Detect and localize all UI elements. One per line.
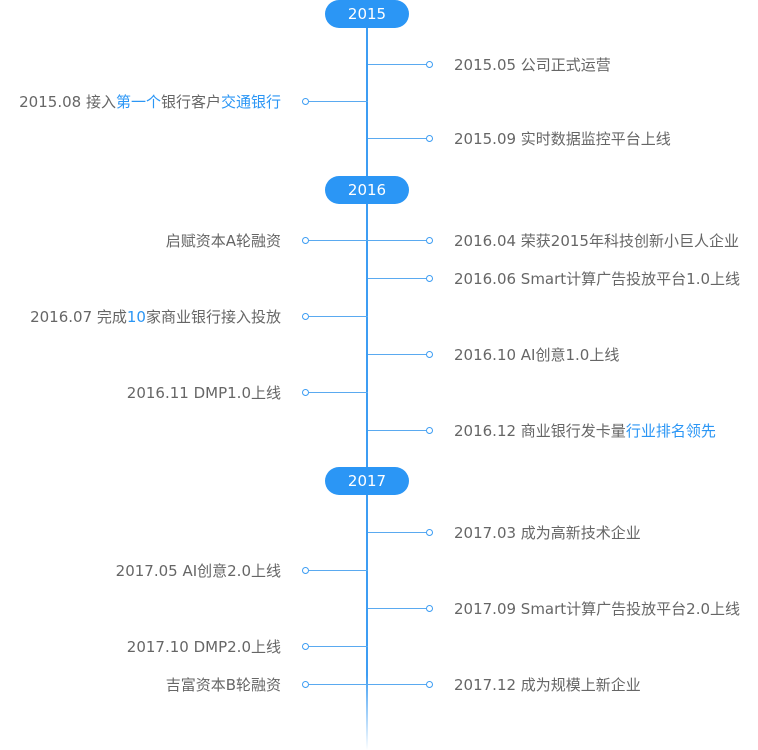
timeline-event: 吉富资本B轮融资 xyxy=(0,675,368,695)
event-dot-icon xyxy=(426,237,433,244)
event-dot-icon xyxy=(426,275,433,282)
timeline-event: 2016.07 完成10家商业银行接入投放 xyxy=(0,307,368,327)
timeline-event: 2015.09 实时数据监控平台上线 xyxy=(368,129,758,149)
timeline-event: 2016.12 商业银行发卡量行业排名领先 xyxy=(368,421,758,441)
event-text: 2015.09 实时数据监控平台上线 xyxy=(454,129,671,149)
timeline-event: 2016.04 荣获2015年科技创新小巨人企业 xyxy=(368,231,758,251)
timeline-event: 2015.05 公司正式运营 xyxy=(368,55,758,75)
connector-line xyxy=(368,278,426,279)
timeline-event: 2017.03 成为高新技术企业 xyxy=(368,523,758,543)
event-text-part: 2015.08 接入 xyxy=(19,93,116,111)
event-text: 吉富资本B轮融资 xyxy=(166,675,281,695)
event-text-part: 吉富资本B轮融资 xyxy=(165,676,281,694)
event-text-part: 2017.05 AI创意2.0上线 xyxy=(115,562,281,580)
event-dot-icon xyxy=(426,605,433,612)
timeline-event: 2016.11 DMP1.0上线 xyxy=(0,383,368,403)
event-dot-icon xyxy=(426,135,433,142)
connector-line xyxy=(309,684,368,685)
timeline-event: 2017.05 AI创意2.0上线 xyxy=(0,561,368,581)
event-text: 2015.08 接入第一个银行客户交通银行 xyxy=(19,92,281,112)
event-text-part: 2017.10 DMP2.0上线 xyxy=(126,638,281,656)
event-text-part: 2017.03 成为高新技术企业 xyxy=(454,524,641,542)
event-text-part: 2016.07 完成 xyxy=(30,308,127,326)
event-text: 2017.12 成为规模上新企业 xyxy=(454,675,641,695)
event-text: 2016.07 完成10家商业银行接入投放 xyxy=(30,307,281,327)
connector-line xyxy=(368,354,426,355)
event-text-part: 2016.04 荣获2015年科技创新小巨人企业 xyxy=(454,232,739,250)
event-dot-icon xyxy=(426,351,433,358)
event-text-part: 2016.12 商业银行发卡量 xyxy=(454,422,626,440)
event-text: 2017.09 Smart计算广告投放平台2.0上线 xyxy=(454,599,740,619)
event-dot-icon xyxy=(302,237,309,244)
event-text-part: 2016.10 AI创意1.0上线 xyxy=(454,346,620,364)
event-dot-icon xyxy=(302,98,309,105)
event-text: 2016.06 Smart计算广告投放平台1.0上线 xyxy=(454,269,740,289)
connector-line xyxy=(309,392,368,393)
event-text: 2017.03 成为高新技术企业 xyxy=(454,523,641,543)
event-dot-icon xyxy=(302,389,309,396)
timeline-event: 2017.10 DMP2.0上线 xyxy=(0,637,368,657)
event-text: 2015.05 公司正式运营 xyxy=(454,55,611,75)
event-text-part: 2017.09 Smart计算广告投放平台2.0上线 xyxy=(454,600,741,618)
event-text: 2016.11 DMP1.0上线 xyxy=(127,383,281,403)
event-text: 启赋资本A轮融资 xyxy=(166,231,281,251)
event-text-part: 家商业银行接入投放 xyxy=(145,308,281,326)
event-dot-icon xyxy=(426,681,433,688)
timeline-event: 2017.09 Smart计算广告投放平台2.0上线 xyxy=(368,599,758,619)
event-text-part: 2016.11 DMP1.0上线 xyxy=(126,384,281,402)
connector-line xyxy=(309,570,368,571)
event-highlight: 第一个 xyxy=(115,93,161,111)
event-highlight: 10 xyxy=(126,308,146,326)
event-text-part: 启赋资本A轮融资 xyxy=(165,232,281,250)
connector-line xyxy=(309,646,368,647)
event-text: 2016.04 荣获2015年科技创新小巨人企业 xyxy=(454,231,739,251)
connector-line xyxy=(368,64,426,65)
event-highlight: 交通银行 xyxy=(220,93,281,111)
timeline-event: 2016.10 AI创意1.0上线 xyxy=(368,345,758,365)
event-text-part: 2015.05 公司正式运营 xyxy=(454,56,611,74)
connector-line xyxy=(368,138,426,139)
timeline-event: 2016.06 Smart计算广告投放平台1.0上线 xyxy=(368,269,758,289)
event-text: 2017.05 AI创意2.0上线 xyxy=(116,561,281,581)
event-dot-icon xyxy=(302,567,309,574)
event-text-part: 2015.09 实时数据监控平台上线 xyxy=(454,130,671,148)
event-dot-icon xyxy=(302,681,309,688)
timeline-event: 2017.12 成为规模上新企业 xyxy=(368,675,758,695)
event-dot-icon xyxy=(426,529,433,536)
connector-line xyxy=(309,316,368,317)
connector-line xyxy=(368,240,426,241)
event-dot-icon xyxy=(302,313,309,320)
event-dot-icon xyxy=(426,427,433,434)
connector-line xyxy=(368,608,426,609)
connector-line xyxy=(309,101,368,102)
event-text: 2016.12 商业银行发卡量行业排名领先 xyxy=(454,421,716,441)
connector-line xyxy=(368,684,426,685)
connector-line xyxy=(309,240,368,241)
event-text: 2016.10 AI创意1.0上线 xyxy=(454,345,619,365)
event-dot-icon xyxy=(426,61,433,68)
timeline-event: 启赋资本A轮融资 xyxy=(0,231,368,251)
timeline-axis xyxy=(366,0,368,750)
timeline-event: 2015.08 接入第一个银行客户交通银行 xyxy=(0,92,368,112)
connector-line xyxy=(368,532,426,533)
year-marker-2017: 2017 xyxy=(325,467,409,495)
year-marker-2015: 2015 xyxy=(325,0,409,28)
event-text-part: 2016.06 Smart计算广告投放平台1.0上线 xyxy=(454,270,741,288)
connector-line xyxy=(368,430,426,431)
event-text: 2017.10 DMP2.0上线 xyxy=(127,637,281,657)
event-dot-icon xyxy=(302,643,309,650)
year-marker-2016: 2016 xyxy=(325,176,409,204)
event-text-part: 银行客户 xyxy=(160,93,221,111)
event-text-part: 2017.12 成为规模上新企业 xyxy=(454,676,641,694)
event-highlight: 行业排名领先 xyxy=(625,422,716,440)
